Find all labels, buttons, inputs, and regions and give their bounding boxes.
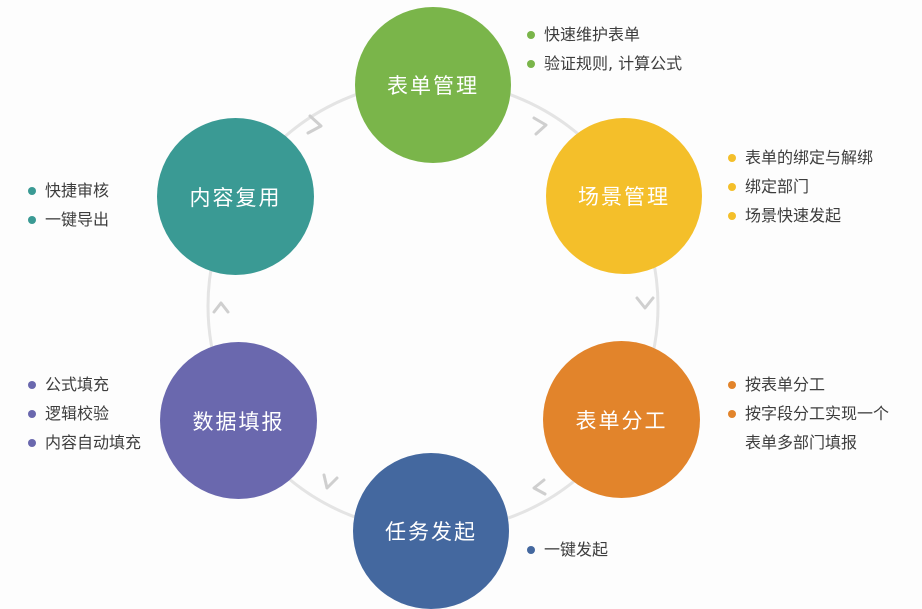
node-label: 场景管理 xyxy=(578,185,670,209)
bullet-dot-icon xyxy=(527,31,535,39)
node-label: 内容复用 xyxy=(189,185,282,210)
node-label: 表单管理 xyxy=(387,74,479,98)
node-content-reuse: 内容复用 xyxy=(157,118,314,275)
content-reuse-points: 快捷审核 一键导出 xyxy=(28,176,109,234)
bullet-dot-icon xyxy=(28,439,36,447)
bullet-dot-icon xyxy=(728,410,736,418)
bullet-item: 一键发起 xyxy=(527,535,608,564)
arrow-icon xyxy=(532,116,548,136)
bullet-dot-icon xyxy=(28,410,36,418)
arrow-icon xyxy=(635,296,655,310)
bullet-dot-icon xyxy=(728,183,736,191)
bullet-item: 绑定部门 xyxy=(728,172,873,201)
bullet-item: 公式填充 xyxy=(28,370,141,399)
bullet-item: 场景快速发起 xyxy=(728,201,873,230)
bullet-item: 逻辑校验 xyxy=(28,399,141,428)
bullet-item: 一键导出 xyxy=(28,205,109,234)
bullet-dot-icon xyxy=(28,187,36,195)
bullet-dot-icon xyxy=(728,154,736,162)
bullet-item: 快捷审核 xyxy=(28,176,109,205)
bullet-dot-icon xyxy=(728,212,736,220)
node-label: 表单分工 xyxy=(575,408,668,433)
bullet-dot-icon xyxy=(28,216,36,224)
node-form-management: 表单管理 xyxy=(355,7,511,163)
form-division-points: 按表单分工 按字段分工实现一个表单多部门填报 xyxy=(728,370,889,457)
bullet-item: 按字段分工实现一个表单多部门填报 xyxy=(728,399,889,457)
node-data-entry: 数据填报 xyxy=(160,342,317,499)
node-task-launch: 任务发起 xyxy=(353,453,509,609)
arrow-icon xyxy=(532,478,547,496)
node-label: 任务发起 xyxy=(385,520,477,544)
node-form-division: 表单分工 xyxy=(543,341,700,498)
task-launch-points: 一键发起 xyxy=(527,535,608,564)
bullet-dot-icon xyxy=(527,546,535,554)
form-management-points: 快速维护表单 验证规则, 计算公式 xyxy=(527,20,682,78)
data-entry-points: 公式填充 逻辑校验 内容自动填充 xyxy=(28,370,141,457)
node-label: 数据填报 xyxy=(192,409,285,434)
bullet-dot-icon xyxy=(28,381,36,389)
node-scene-management: 场景管理 xyxy=(546,118,702,274)
arrow-icon xyxy=(306,114,323,135)
bullet-item: 按表单分工 xyxy=(728,370,889,399)
bullet-item: 内容自动填充 xyxy=(28,428,141,457)
bullet-dot-icon xyxy=(527,60,535,68)
bullet-dot-icon xyxy=(728,381,736,389)
scene-management-points: 表单的绑定与解绑 绑定部门 场景快速发起 xyxy=(728,143,873,230)
bullet-item: 快速维护表单 xyxy=(527,20,682,49)
arrow-icon xyxy=(322,473,339,490)
arrow-icon xyxy=(212,301,230,314)
bullet-item: 表单的绑定与解绑 xyxy=(728,143,873,172)
bullet-item: 验证规则, 计算公式 xyxy=(527,49,682,78)
